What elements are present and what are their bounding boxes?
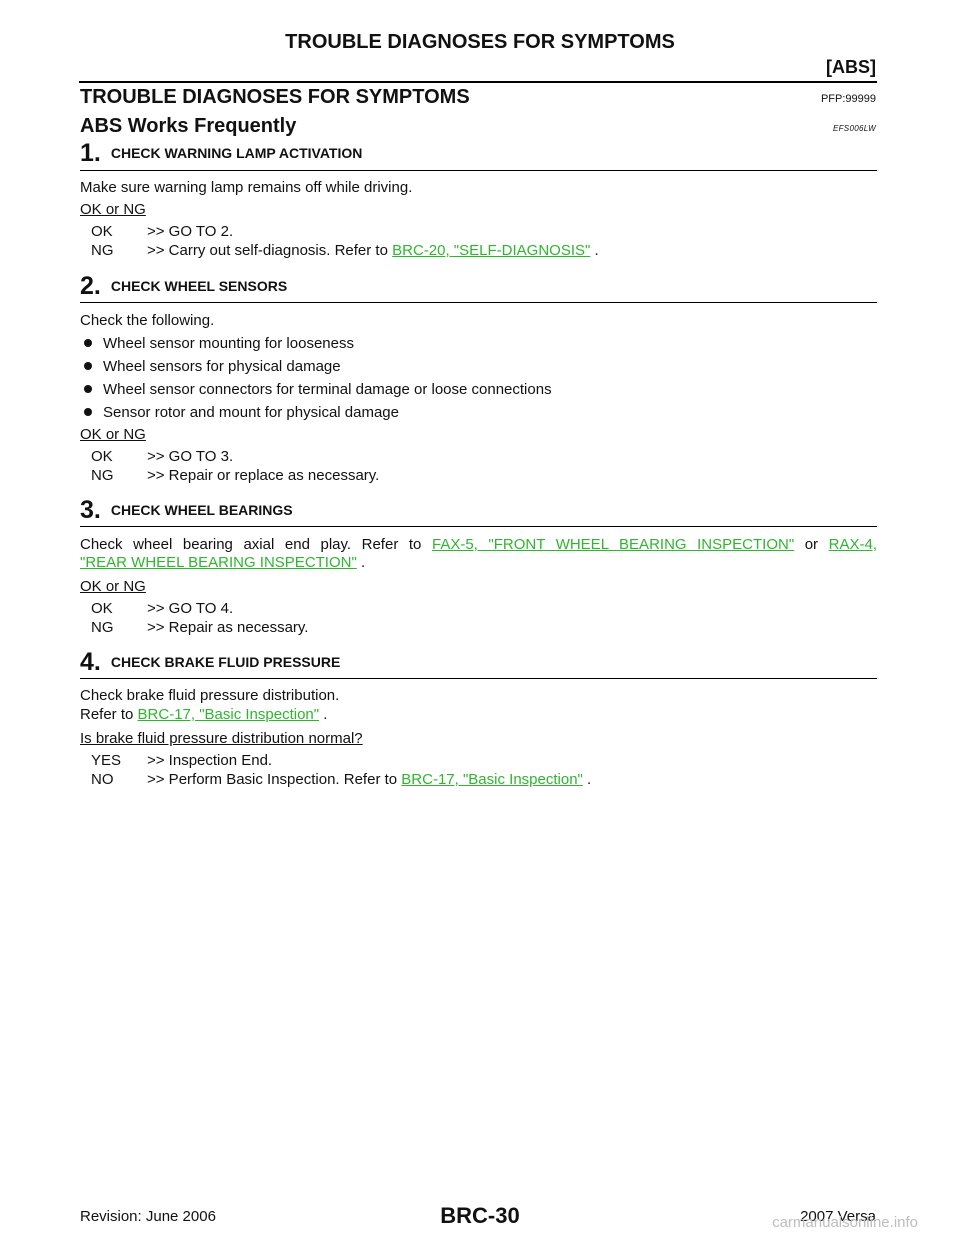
list-item: Wheel sensors for physical damage [84,358,341,375]
refer-text: Refer to [80,706,134,723]
list-item-text: Wheel sensors for physical damage [103,358,341,375]
result-key: NG [91,242,114,259]
result-value: >> Carry out self-diagnosis. Refer to BR… [147,242,599,259]
step-4-text-1: Check brake fluid pressure distribution. [80,687,340,704]
list-item-text: Wheel sensor mounting for looseness [103,335,354,352]
step-rule [80,302,877,303]
result-value: >> GO TO 3. [147,448,234,465]
text-tail: . [319,706,328,723]
result-value: >> Repair or replace as necessary. [147,467,380,484]
step-3-heading: 3. CHECK WHEEL BEARINGS [80,496,293,525]
step-2-question: OK or NG [80,426,146,443]
result-text: >> Perform Basic Inspection. Refer to [147,771,398,788]
step-3-text-line-1: Check wheel bearing axial end play. Refe… [80,536,877,553]
result-tail: . [582,771,592,788]
result-key: NG [91,619,114,636]
basic-inspection-link[interactable]: BRC-17, "Basic Inspection" [137,706,320,723]
list-item: Wheel sensor mounting for looseness [84,335,354,352]
step-number: 3. [80,496,101,524]
running-header-title: TROUBLE DIAGNOSES FOR SYMPTOMS [285,31,675,53]
result-key: YES [91,752,122,769]
step-number: 2. [80,272,101,300]
step-4-text-2: Refer to BRC-17, "Basic Inspection" . [80,706,327,723]
section-title: ABS Works Frequently [80,115,297,137]
step-number: 4. [80,648,101,676]
rear-wheel-bearing-link-start[interactable]: RAX-4, [828,536,877,553]
step-2-heading: 2. CHECK WHEEL SENSORS [80,272,287,301]
step-2-text: Check the following. [80,312,215,329]
step-1-text: Make sure warning lamp remains off while… [80,179,413,196]
step-number: 1. [80,139,101,167]
footer-revision: Revision: June 2006 [80,1208,216,1225]
result-key: OK [91,600,113,617]
result-value: >> GO TO 2. [147,223,234,240]
result-key: NO [91,771,114,788]
result-value: >> Perform Basic Inspection. Refer to BR… [147,771,591,788]
footer-page-number: BRC-30 [440,1203,520,1228]
step-title: CHECK BRAKE FLUID PRESSURE [110,654,341,670]
result-key: OK [91,223,113,240]
bullet-icon [84,408,92,416]
result-text: >> Carry out self-diagnosis. Refer to [147,242,388,259]
step-3-text: Check wheel bearing axial end play. Refe… [80,536,422,553]
self-diagnosis-link[interactable]: BRC-20, "SELF-DIAGNOSIS" [392,242,591,259]
result-tail: . [590,242,599,259]
result-value: >> GO TO 4. [147,600,234,617]
step-1-question: OK or NG [80,201,146,218]
step-rule [80,678,877,679]
or-text: or [804,536,819,553]
step-1-heading: 1. CHECK WARNING LAMP ACTIVATION [80,139,362,168]
step-3-question: OK or NG [80,578,146,595]
step-title: CHECK WARNING LAMP ACTIVATION [110,145,363,161]
footer-model: 2007 Versa [800,1208,876,1225]
list-item: Sensor rotor and mount for physical dama… [84,404,399,421]
step-title: CHECK WHEEL SENSORS [110,278,288,294]
list-item-text: Wheel sensor connectors for terminal dam… [103,381,552,398]
result-key: OK [91,448,113,465]
step-title: CHECK WHEEL BEARINGS [110,502,293,518]
running-header-section: [ABS] [826,57,876,77]
step-rule [80,526,877,527]
bullet-icon [84,385,92,393]
list-item-text: Sensor rotor and mount for physical dama… [103,404,399,421]
header-rule [79,81,877,83]
watermark: carmanualsonline.info [772,1214,918,1231]
list-item: Wheel sensor connectors for terminal dam… [84,381,552,398]
step-rule [80,170,877,171]
step-3-text-line-2: "REAR WHEEL BEARING INSPECTION" . [80,554,365,571]
section-code: EFS006LW [832,124,876,133]
rear-wheel-bearing-link[interactable]: "REAR WHEEL BEARING INSPECTION" [80,554,357,571]
step-4-heading: 4. CHECK BRAKE FLUID PRESSURE [80,648,340,677]
basic-inspection-link-2[interactable]: BRC-17, "Basic Inspection" [401,771,583,788]
bullet-icon [84,339,92,347]
result-value: >> Inspection End. [147,752,273,769]
result-key: NG [91,467,114,484]
result-value: >> Repair as necessary. [147,619,309,636]
part-number: PFP:99999 [820,93,876,105]
step-4-question: Is brake fluid pressure distribution nor… [80,730,363,747]
page-title: TROUBLE DIAGNOSES FOR SYMPTOMS [80,86,470,108]
text-tail: . [356,554,366,571]
bullet-icon [84,362,92,370]
front-wheel-bearing-link[interactable]: FAX-5, "FRONT WHEEL BEARING INSPECTION" [431,536,795,553]
